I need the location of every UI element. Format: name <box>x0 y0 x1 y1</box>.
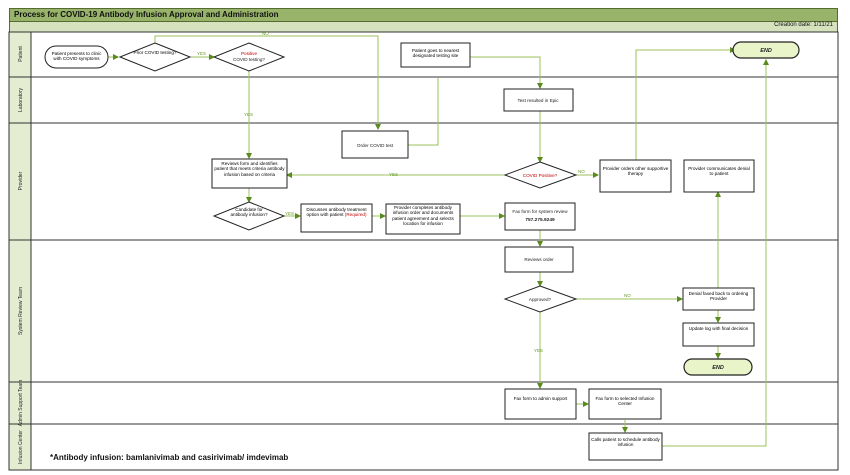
edge-label-no: NO <box>262 31 269 36</box>
edge-label-yes: YES <box>389 172 398 177</box>
edge-label-yes: YES <box>534 348 543 353</box>
lane-label-admin-support: Admin Support Team <box>18 380 24 427</box>
discusses-option-node <box>300 203 373 233</box>
covid-positive-decision <box>503 161 578 189</box>
communicates-denial-text: Provider communicates denial to patient <box>688 166 750 177</box>
update-log-text: Update log with final decision <box>688 326 749 331</box>
positive-testing-text: COVID testing? <box>233 57 265 62</box>
prior-testing-decision <box>118 42 192 72</box>
nodes: Patient presents to clinic with COVID sy… <box>44 41 800 461</box>
denial-faxed-text: Denial faxed back to ordering Provider <box>688 291 749 302</box>
fax-review-phone: 757.275.9249 <box>525 217 555 223</box>
covid-positive-text: COVID Positive? <box>523 173 558 178</box>
lane-label-system-review: System Review Team <box>18 287 24 335</box>
diagram-title: Process for COVID-19 Antibody Infusion A… <box>14 10 279 19</box>
positive-testing-text-red: Positive <box>241 51 258 56</box>
title-bar: Process for COVID-19 Antibody Infusion A… <box>9 8 838 22</box>
discusses-option-text: Discusses antibody treatment option with… <box>306 207 367 218</box>
update-log-node <box>682 322 755 347</box>
edge-labels: YES NO YES YES NO YES NO YES <box>197 31 631 353</box>
edge-label-no: NO <box>624 293 631 298</box>
reviews-form-node <box>211 158 288 189</box>
patient-presents-node <box>44 45 109 69</box>
completes-order-text: Provider completes antibody infusion ord… <box>392 205 454 227</box>
test-resulted-text: Test resulted in Epic <box>517 98 559 103</box>
fax-admin-node <box>504 388 577 420</box>
lane-admin-support <box>8 381 839 425</box>
lane-label-infusion-center: Infusion Center <box>18 430 24 464</box>
fax-infusion-text: Fax form to selected Infusion Center <box>595 396 655 407</box>
end-bottom-node <box>683 358 753 376</box>
edge-label-yes: YES <box>285 211 294 216</box>
candidate-text: Candidate for antibody infusion? <box>230 207 268 218</box>
approved-decision <box>503 285 578 313</box>
reviews-order-text: Reviews order <box>524 257 554 262</box>
lane-infusion-center <box>8 423 839 471</box>
calls-patient-text: Calls patient to schedule antibody infus… <box>591 437 660 448</box>
order-test-node <box>341 130 409 159</box>
approved-text: Approved? <box>529 297 552 302</box>
swimlanes: Patient Laboratory Provider System Revie… <box>8 31 839 471</box>
orders-supportive-text: Provider orders other supportive therapy <box>602 166 669 177</box>
lane-system-review <box>8 239 839 383</box>
lane-laboratory <box>8 76 839 124</box>
footnote: *Antibody infusion: bamlanivimab and cas… <box>50 453 288 462</box>
lane-label-column <box>8 31 32 471</box>
fax-review-text: Fax form for system review <box>512 209 568 214</box>
edge-label-yes: YES <box>197 51 206 56</box>
order-test-text: Order COVID test <box>357 143 394 148</box>
positive-testing-decision <box>212 42 286 72</box>
date-bar: Creation date: 1/11/21 <box>9 22 838 32</box>
candidate-decision <box>212 201 286 231</box>
prior-testing-text: Prior COVID testing? <box>133 50 177 55</box>
lane-label-patient: Patient <box>18 46 24 62</box>
end-top-text: END <box>760 48 772 54</box>
goes-to-testing-node <box>400 42 471 68</box>
end-top-node <box>732 41 800 59</box>
fax-infusion-node <box>588 388 662 420</box>
reviews-order-node <box>504 246 574 273</box>
goes-to-testing-text: Patient goes to nearest designated testi… <box>411 48 460 59</box>
required-text: (Required) <box>344 212 367 218</box>
end-bottom-text: END <box>712 365 724 371</box>
patient-presents-text: Patient presents to clinic with COVID sy… <box>51 51 102 62</box>
test-resulted-node <box>503 88 574 112</box>
fax-review-node <box>504 202 576 231</box>
edge-label-no: NO <box>578 169 585 174</box>
lane-label-laboratory: Laboratory <box>18 88 24 112</box>
completes-order-node <box>385 203 461 235</box>
denial-faxed-node <box>682 287 755 311</box>
connectors <box>108 35 769 447</box>
fax-admin-text: Fax form to admin support <box>513 396 568 401</box>
reviews-form-text: Reviews form and identifies patient that… <box>214 161 285 177</box>
creation-date: Creation date: 1/11/21 <box>774 22 833 28</box>
edge-label-yes: YES <box>244 112 253 117</box>
discusses-option-wrap: Discusses antibody treatment option with… <box>303 207 370 218</box>
communicates-denial-node <box>683 159 755 193</box>
orders-supportive-node <box>599 159 672 193</box>
calls-patient-node <box>588 432 663 461</box>
lane-label-provider: Provider <box>18 171 24 190</box>
